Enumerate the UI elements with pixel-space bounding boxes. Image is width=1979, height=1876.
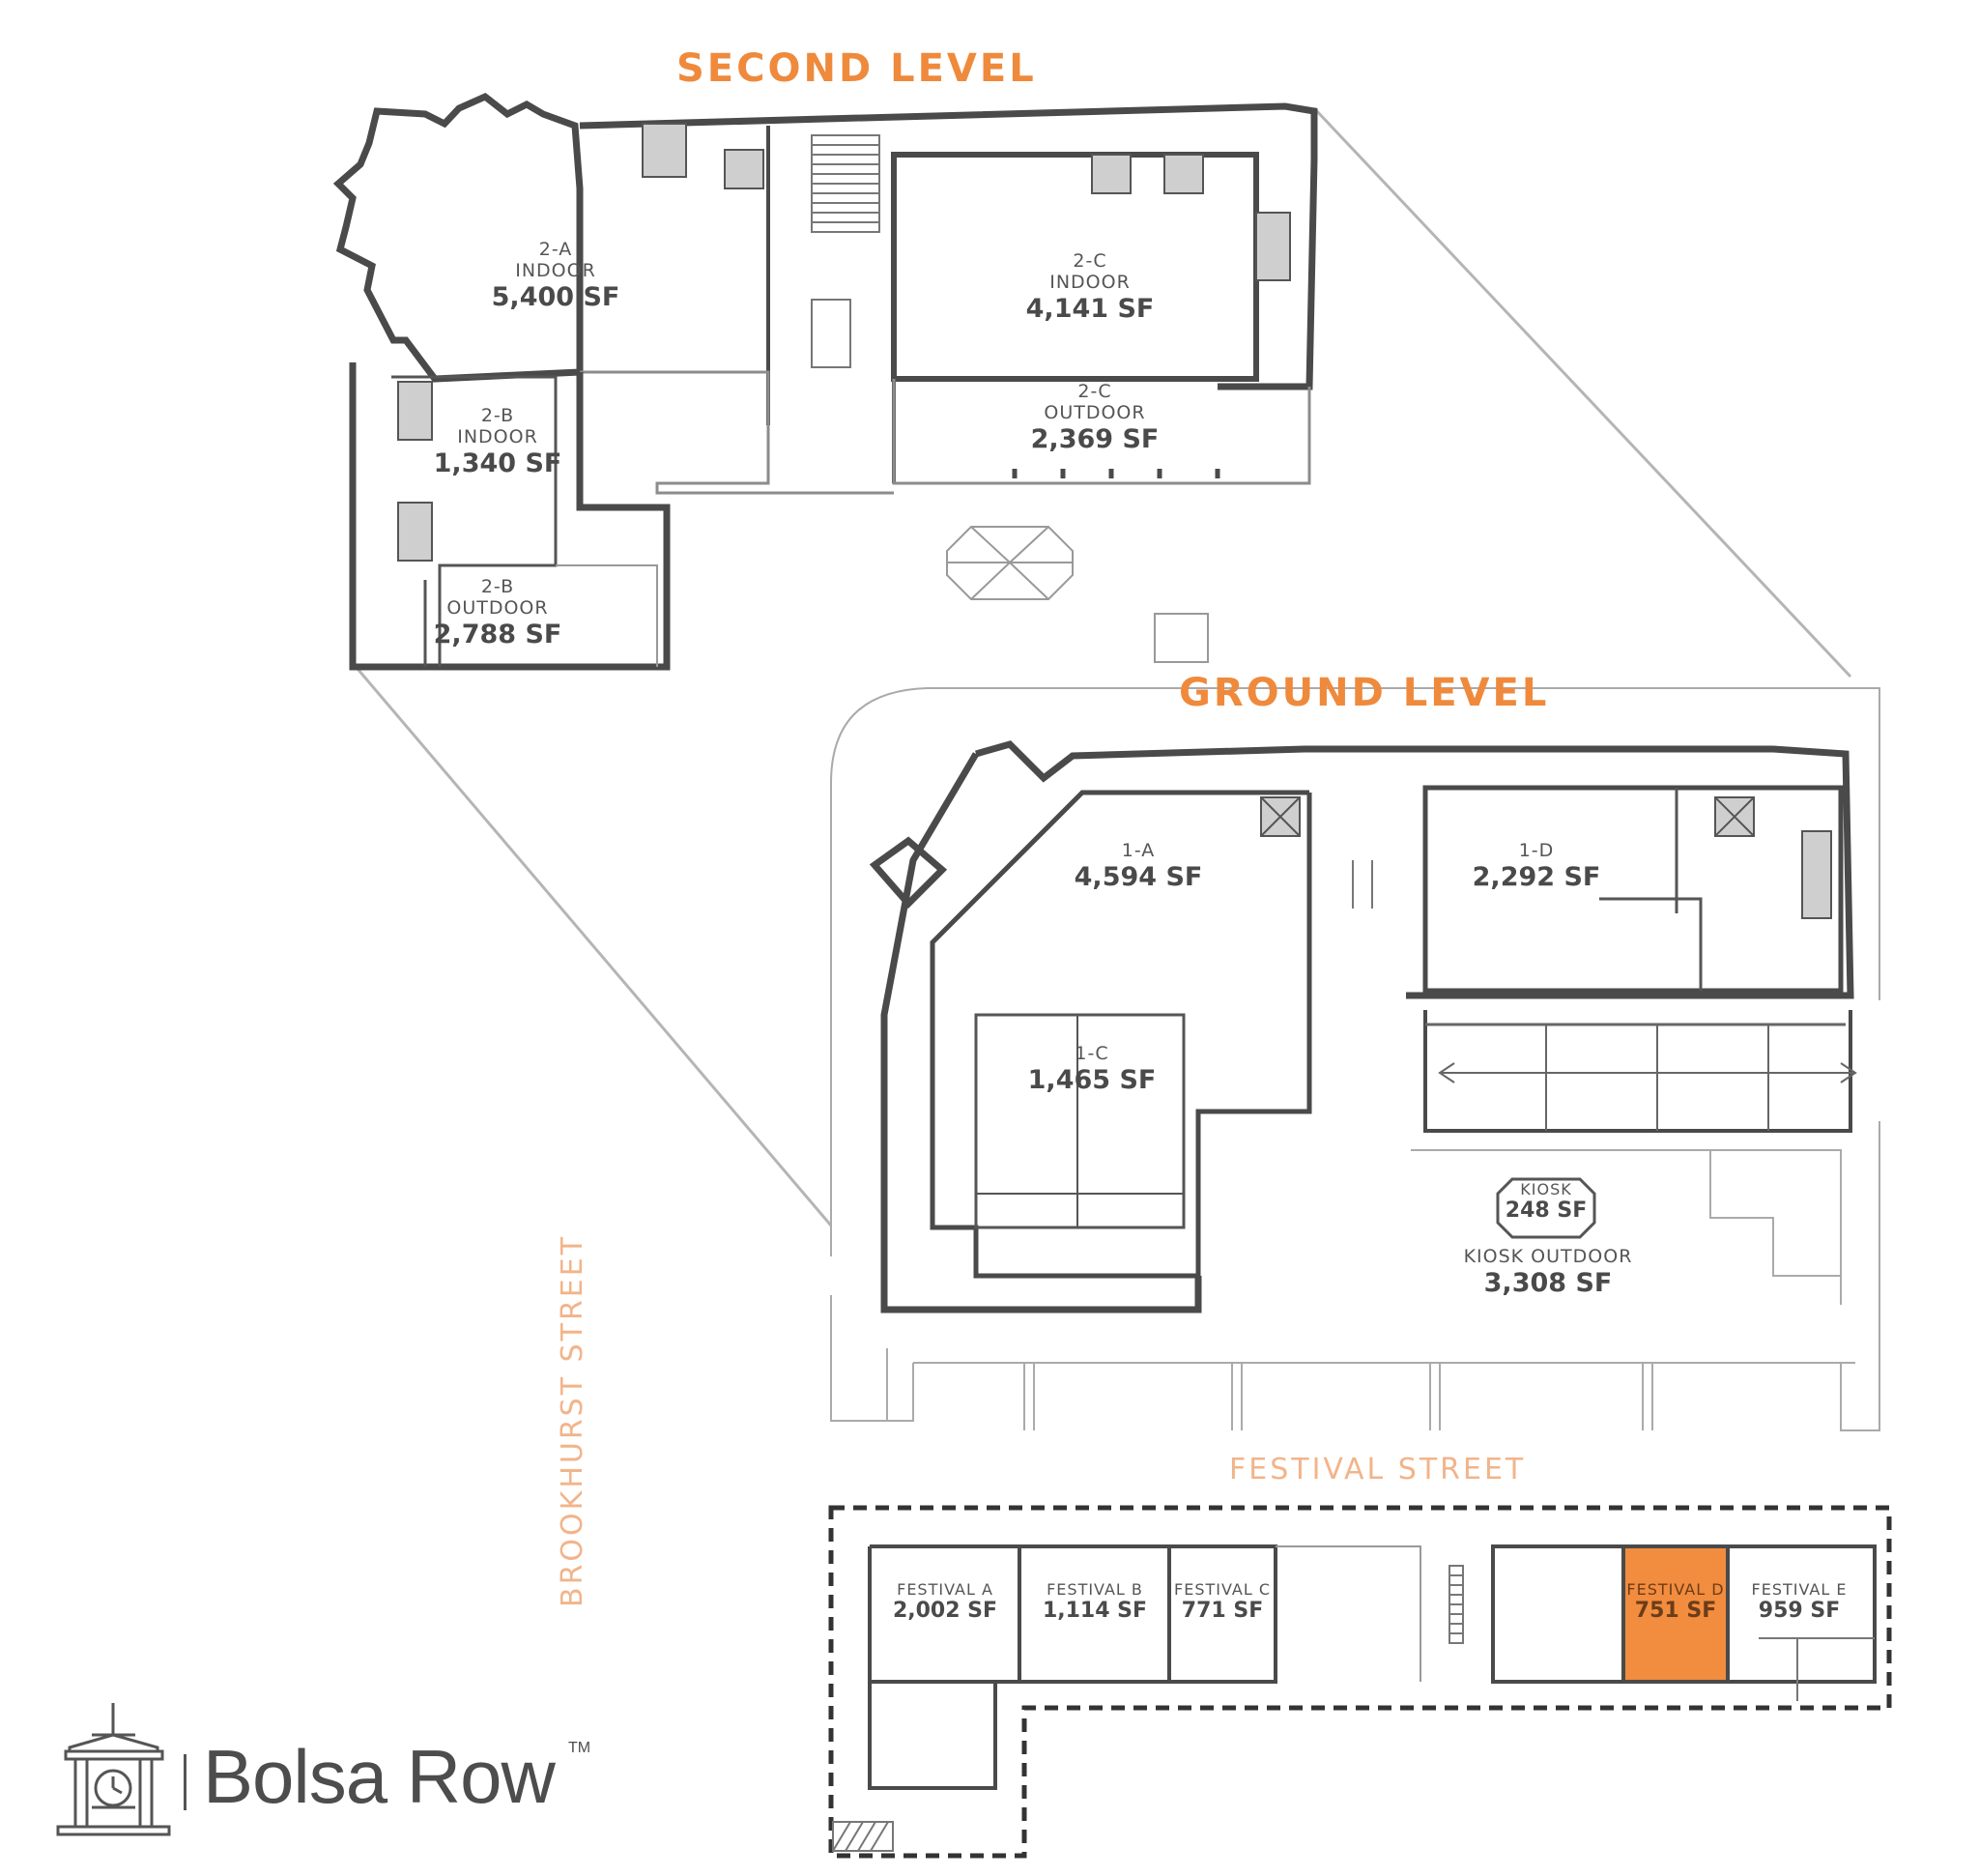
- unit-festival-e: FESTIVAL E 959 SF: [1751, 1580, 1848, 1624]
- unit-2b-indoor: 2-B INDOOR 1,340 SF: [433, 405, 562, 478]
- unit-id: FESTIVAL C: [1174, 1580, 1271, 1599]
- walkway-arrows: [1438, 1025, 1857, 1131]
- unit-square-feet: 1,340 SF: [433, 447, 562, 478]
- unit-square-feet: 4,594 SF: [1074, 861, 1203, 892]
- unit-id: 1-C: [1075, 1043, 1109, 1064]
- staircase-icon: [811, 134, 880, 368]
- unit-id: 1-A: [1121, 840, 1156, 861]
- unit-square-feet: 959 SF: [1758, 1599, 1841, 1624]
- unit-festival-b: FESTIVAL B 1,114 SF: [1042, 1580, 1148, 1624]
- festival-d-highlight: [1625, 1548, 1726, 1680]
- ground-level-plan: [880, 740, 1854, 1313]
- unit-square-feet: 248 SF: [1505, 1198, 1588, 1224]
- unit-id: 2-A: [538, 239, 573, 260]
- unit-1c: 1-C 1,465 SF: [1027, 1043, 1157, 1095]
- unit-kiosk: KIOSK 248 SF: [1505, 1180, 1588, 1224]
- unit-square-feet: 2,788 SF: [433, 619, 562, 649]
- unit-square-feet: 2,002 SF: [892, 1599, 998, 1624]
- elevator-icon: [1260, 796, 1755, 837]
- unit-id: 2-B: [480, 405, 515, 426]
- unit-square-feet: 1,465 SF: [1027, 1064, 1157, 1095]
- ground-level-cores: [1260, 796, 1832, 919]
- unit-kind: INDOOR: [1049, 271, 1131, 293]
- unit-2c-outdoor: 2-C OUTDOOR 2,369 SF: [1030, 381, 1160, 454]
- unit-festival-a: FESTIVAL A 2,002 SF: [892, 1580, 998, 1624]
- logo-divider: [184, 1754, 186, 1810]
- unit-id: KIOSK OUTDOOR: [1463, 1246, 1633, 1267]
- ground-level-heading: GROUND LEVEL: [1179, 671, 1550, 715]
- brand-logo-text: Bolsa Row: [203, 1734, 556, 1819]
- unit-square-feet: 5,400 SF: [491, 281, 620, 312]
- unit-id: FESTIVAL D: [1626, 1580, 1725, 1599]
- unit-square-feet: 1,114 SF: [1042, 1599, 1148, 1624]
- unit-kind: OUTDOOR: [446, 596, 549, 619]
- second-level-plan: [332, 92, 1318, 671]
- second-level-cores: [397, 123, 1291, 562]
- unit-id: 1-D: [1518, 840, 1555, 861]
- unit-1a: 1-A 4,594 SF: [1074, 840, 1203, 892]
- unit-festival-d: FESTIVAL D 751 SF: [1626, 1580, 1725, 1624]
- festival-walls: [868, 1544, 1877, 1790]
- unit-id: FESTIVAL B: [1047, 1580, 1143, 1599]
- unit-2a-indoor: 2-A INDOOR 5,400 SF: [491, 239, 620, 312]
- unit-square-feet: 2,369 SF: [1030, 423, 1160, 454]
- gazebo-outline: [946, 526, 1209, 663]
- brookhurst-street-label: BROOKHURST STREET: [556, 1233, 589, 1607]
- unit-id: 2-C: [1077, 381, 1112, 402]
- unit-1d: 1-D 2,292 SF: [1472, 840, 1601, 892]
- unit-festival-c: FESTIVAL C 771 SF: [1174, 1580, 1271, 1624]
- ground-site-outline: [830, 687, 1880, 1432]
- unit-id: KIOSK: [1520, 1180, 1572, 1198]
- unit-kind: INDOOR: [515, 259, 596, 281]
- unit-kind: INDOOR: [457, 425, 538, 447]
- unit-kind: OUTDOOR: [1044, 401, 1146, 423]
- unit-square-feet: 771 SF: [1181, 1599, 1264, 1624]
- second-level-heading: SECOND LEVEL: [676, 46, 1037, 91]
- festival-stair-icon: [832, 1565, 1464, 1852]
- unit-square-feet: 3,308 SF: [1483, 1267, 1613, 1298]
- gazebo-clock-logo-icon: [56, 1703, 171, 1836]
- unit-square-feet: 751 SF: [1634, 1599, 1717, 1624]
- unit-2c-indoor: 2-C INDOOR 4,141 SF: [1025, 250, 1155, 324]
- unit-square-feet: 4,141 SF: [1025, 293, 1155, 324]
- staircase-icon: [869, 836, 1373, 909]
- unit-id: 2-B: [480, 576, 515, 597]
- unit-id: FESTIVAL A: [897, 1580, 993, 1599]
- festival-street-label: FESTIVAL STREET: [1229, 1453, 1527, 1486]
- unit-kiosk-outdoor: KIOSK OUTDOOR 3,308 SF: [1463, 1246, 1633, 1298]
- trademark-mark: TM: [568, 1740, 591, 1756]
- level-connector-lines: [356, 106, 1852, 1227]
- festival-building: [828, 1505, 1892, 1859]
- unit-2b-outdoor: 2-B OUTDOOR 2,788 SF: [433, 576, 562, 649]
- unit-id: FESTIVAL E: [1751, 1580, 1848, 1599]
- unit-id: 2-C: [1073, 250, 1107, 272]
- unit-square-feet: 2,292 SF: [1472, 861, 1601, 892]
